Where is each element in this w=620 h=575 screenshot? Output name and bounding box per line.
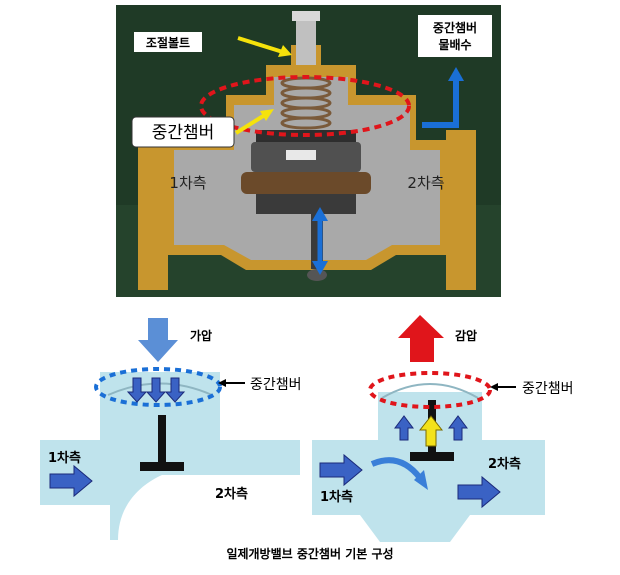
left-secondary-label: 2차측 — [215, 486, 248, 502]
diagram-pressurize: 가압 중간챔버 1차측 2차측 — [40, 318, 302, 540]
pressurize-arrow-icon — [138, 318, 178, 362]
depressurize-label: 감압 — [455, 328, 477, 343]
right-secondary-label: 2차측 — [488, 456, 521, 472]
right-primary-label: 1차측 — [320, 489, 353, 505]
left-pressure-arrows — [128, 378, 184, 402]
left-primary-label: 1차측 — [48, 450, 81, 466]
pressurize-label: 가압 — [190, 328, 212, 343]
left-chamber-label: 중간챔버 — [250, 377, 302, 393]
right-chamber-label: 중간챔버 — [522, 381, 574, 397]
diagram-depressurize: 감압 중간챔버 1차측 2차측 — [305, 305, 574, 545]
figure-caption: 일제개방밸브 중간챔버 기본 구성 — [0, 545, 620, 562]
